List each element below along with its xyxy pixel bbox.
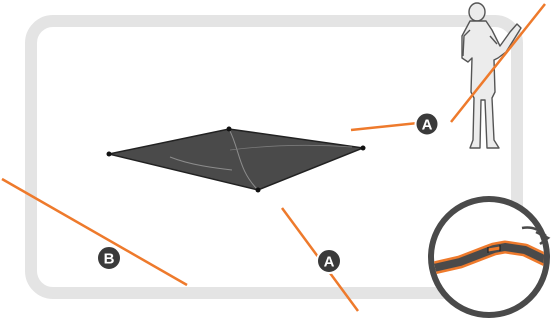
- tent-body: [106, 126, 366, 193]
- pole-upper-right: [450, 3, 546, 123]
- marker-a-lower: A: [316, 248, 342, 274]
- person-figure: [461, 2, 522, 149]
- pole-upper-left: [350, 121, 419, 132]
- svg-text:B: B: [104, 251, 115, 268]
- pole-b: [1, 177, 188, 287]
- marker-b: B: [96, 245, 122, 271]
- svg-text:A: A: [422, 117, 433, 134]
- marker-a-upper: A: [414, 111, 440, 137]
- svg-text:A: A: [324, 254, 335, 271]
- pole-joint-detail: [428, 196, 551, 318]
